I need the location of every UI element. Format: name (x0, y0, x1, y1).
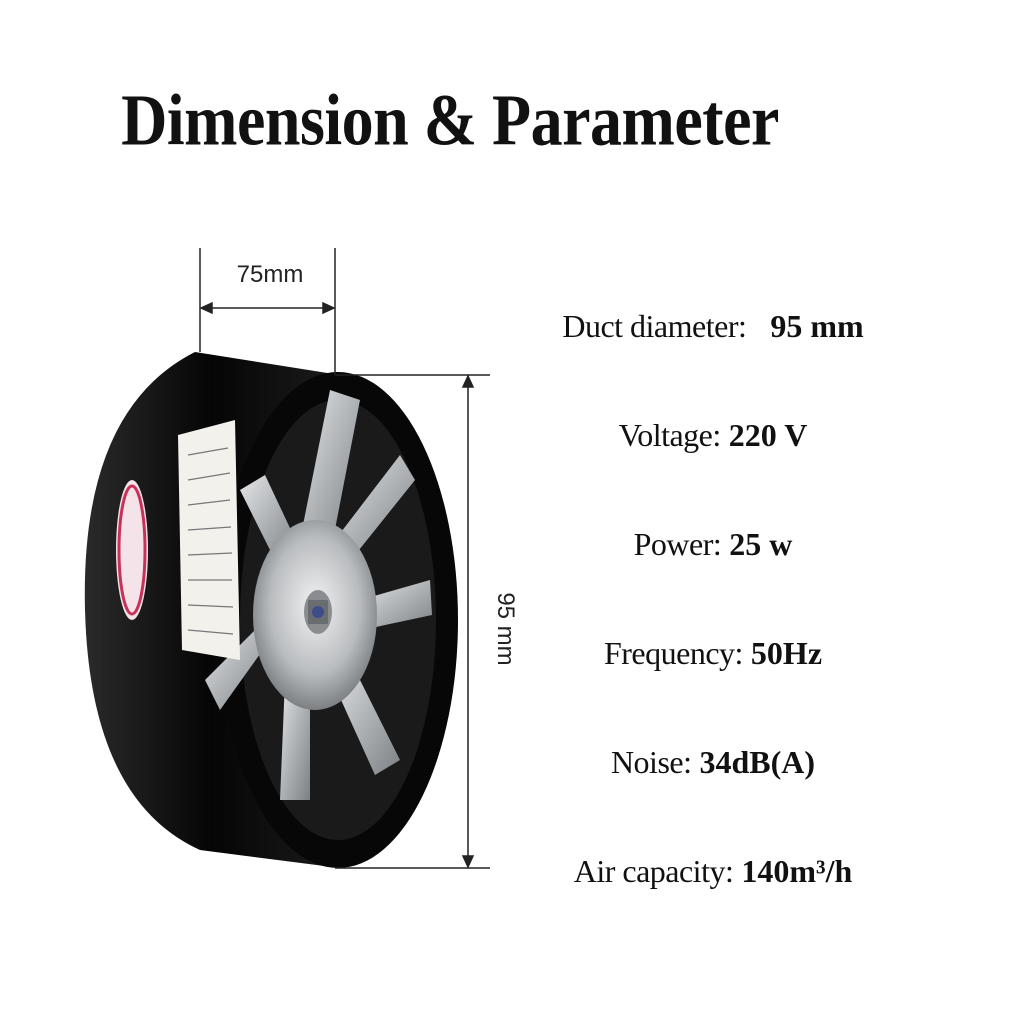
red-seal-stamp (116, 480, 148, 620)
fan-diagram: 75mm 95 mm (70, 240, 530, 880)
height-dimension-line (335, 374, 490, 869)
width-dimension-line (199, 248, 336, 375)
page-title: Dimension & Parameter (121, 79, 779, 161)
parameter-list: Duct diameter: 95 mm Voltage: 220 V Powe… (548, 308, 878, 962)
param-voltage: Voltage: 220 V (618, 417, 808, 453)
param-frequency: Frequency: 50Hz (603, 635, 823, 671)
inline-duct-fan-image (84, 248, 490, 869)
param-duct-diameter: Duct diameter: 95 mm (562, 308, 864, 344)
height-dimension-label: 95 mm (492, 592, 519, 666)
label-sticker (178, 420, 240, 660)
param-noise: Noise: 34dB(A) (610, 744, 816, 780)
param-power: Power: 25 w (633, 526, 793, 562)
width-dimension-label: 75mm (236, 261, 304, 288)
param-air-capacity: Air capacity: 140m³/h (573, 853, 853, 889)
fan-blades (205, 390, 432, 800)
